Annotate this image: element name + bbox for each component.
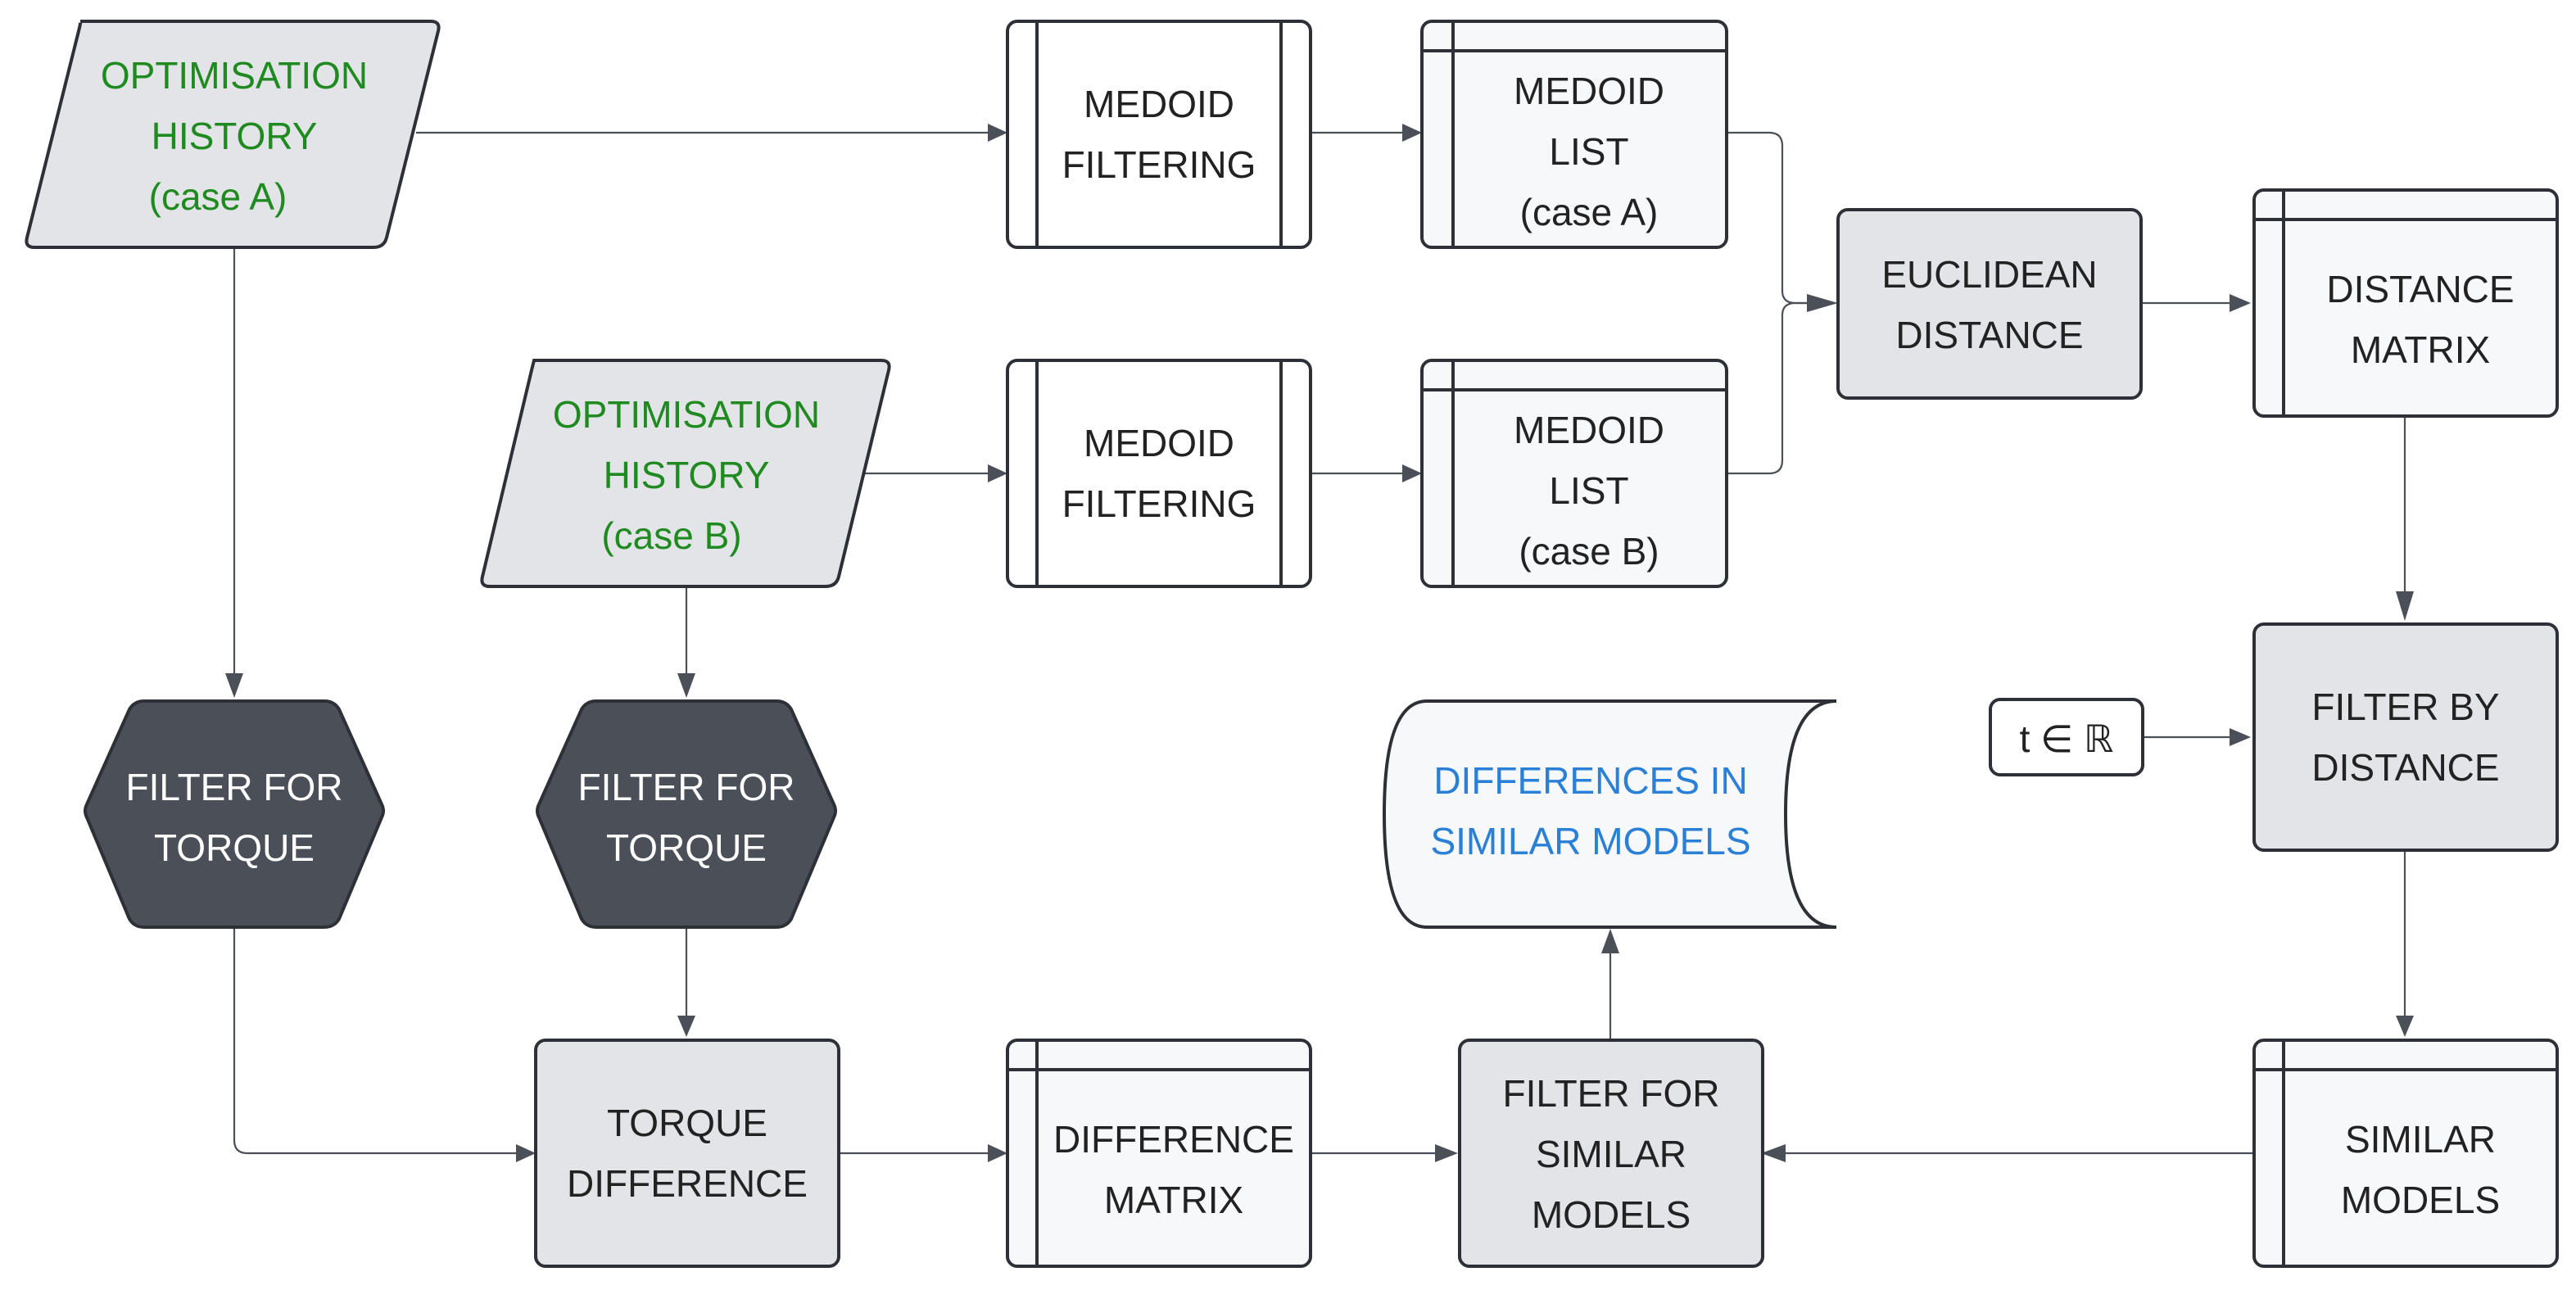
euclidean-distance-line-2: DISTANCE [1895, 314, 2083, 356]
medoid-filtering-b-node: MEDOID FILTERING [1006, 359, 1312, 588]
distance-matrix-shape [2252, 188, 2559, 418]
euclidean-distance-line-1: EUCLIDEAN [1881, 253, 2097, 296]
arrowhead [677, 673, 695, 698]
filter-by-distance-line-2: DISTANCE [2311, 746, 2499, 789]
filter-torque-b-shape [536, 699, 837, 929]
arrowhead [516, 1144, 536, 1162]
differences-output-line-1: DIFFERENCES IN [1433, 759, 1747, 802]
history-a-line-3: (case A) [149, 175, 287, 218]
filter-torque-a-shape [84, 699, 385, 929]
torque-difference-line-2: DIFFERENCE [567, 1162, 808, 1205]
filter-torque-b-line-1: FILTER FOR [578, 766, 795, 808]
medoid-filtering-a-node: MEDOID FILTERING [1006, 20, 1312, 249]
medoid-filtering-a-line-2: FILTERING [1062, 143, 1256, 186]
distance-matrix-line-1: DISTANCE [2326, 268, 2514, 310]
differences-output-shape [1382, 699, 1837, 929]
arrowhead [988, 1144, 1007, 1162]
torque-difference-line-1: TORQUE [607, 1102, 767, 1144]
history-a-node: OPTIMISATION HISTORY (case A) [25, 20, 441, 249]
difference-matrix-line-1: DIFFERENCE [1053, 1118, 1294, 1161]
differences-output-line-2: SIMILAR MODELS [1430, 820, 1750, 862]
medoid-list-b-line-3: (case B) [1519, 530, 1659, 573]
medoid-list-a-shape [1420, 20, 1728, 249]
medoid-filtering-b-shape [1006, 359, 1312, 588]
threshold-label: t ∈ ℝ [2020, 717, 2114, 760]
euclidean-distance-node: EUCLIDEAN DISTANCE [1836, 208, 2143, 400]
filter-torque-b-line-2: TORQUE [606, 826, 767, 869]
arrowhead [225, 673, 243, 698]
arrowhead [2230, 728, 2251, 746]
filter-similar-models-node: FILTER FOR SIMILAR MODELS [1458, 1039, 1764, 1268]
filter-by-distance-node: FILTER BY DISTANCE [2252, 622, 2559, 852]
arrowhead [988, 464, 1007, 482]
filter-torque-a-line-1: FILTER FOR [126, 766, 343, 808]
history-b-line-1: OPTIMISATION [553, 393, 820, 436]
threshold-node: t ∈ ℝ [1989, 698, 2144, 776]
distance-matrix-line-2: MATRIX [2351, 328, 2490, 371]
medoid-list-b-line-2: LIST [1549, 469, 1628, 512]
arrowhead [2230, 294, 2251, 312]
arrowhead [988, 124, 1007, 142]
arrowhead [1402, 464, 1422, 482]
similar-models-line-2: MODELS [2341, 1179, 2500, 1221]
history-b-line-3: (case B) [601, 514, 741, 557]
filter-similar-models-shape [1458, 1039, 1764, 1268]
edges [225, 124, 2414, 1162]
threshold-shape [1989, 698, 2144, 776]
medoid-list-b-node: MEDOID LIST (case B) [1420, 359, 1728, 588]
difference-matrix-line-2: MATRIX [1104, 1179, 1243, 1221]
medoid-filtering-b-line-1: MEDOID [1084, 422, 1234, 464]
history-a-line-2: HISTORY [152, 115, 318, 157]
arrowhead [1435, 1144, 1458, 1162]
edge-medoid-list-a-to-euclidean-distance [1728, 131, 1807, 305]
filter-torque-a-line-2: TORQUE [154, 826, 315, 869]
edge-filter-torque-a-to-torque-difference [233, 929, 516, 1155]
medoid-list-b-line-1: MEDOID [1514, 409, 1664, 451]
similar-models-shape [2252, 1039, 2559, 1268]
medoid-filtering-a-shape [1006, 20, 1312, 249]
similar-models-line-1: SIMILAR [2345, 1118, 2496, 1161]
history-b-node: OPTIMISATION HISTORY (case B) [480, 359, 891, 588]
medoid-list-a-line-3: (case A) [1520, 191, 1659, 233]
difference-matrix-shape [1006, 1039, 1312, 1268]
arrowhead [2396, 1016, 2414, 1037]
arrowhead [2396, 591, 2414, 621]
arrowhead [1402, 124, 1422, 142]
history-b-line-2: HISTORY [604, 454, 770, 496]
medoid-list-a-node: MEDOID LIST (case A) [1420, 20, 1728, 249]
medoid-list-a-line-2: LIST [1549, 130, 1628, 173]
filter-similar-models-line-3: MODELS [1532, 1193, 1691, 1236]
filter-torque-a-node: FILTER FOR TORQUE [84, 699, 385, 929]
history-a-shape [25, 20, 441, 249]
medoid-filtering-a-line-1: MEDOID [1084, 83, 1234, 125]
filter-torque-b-node: FILTER FOR TORQUE [536, 699, 837, 929]
distance-matrix-node: DISTANCE MATRIX [2252, 188, 2559, 418]
difference-matrix-node: DIFFERENCE MATRIX [1006, 1039, 1312, 1268]
filter-by-distance-line-1: FILTER BY [2311, 686, 2499, 728]
arrowhead [677, 1016, 695, 1037]
filter-by-distance-shape [2252, 622, 2559, 852]
medoid-list-b-shape [1420, 359, 1728, 588]
arrowhead [1761, 1144, 1786, 1162]
filter-similar-models-line-2: SIMILAR [1536, 1133, 1686, 1175]
edge-medoid-list-b-to-euclidean-distance [1728, 301, 1807, 475]
history-a-line-1: OPTIMISATION [101, 54, 368, 97]
euclidean-distance-shape [1836, 208, 2143, 400]
differences-output-node: DIFFERENCES IN SIMILAR MODELS [1382, 699, 1837, 929]
arrowhead [1807, 294, 1838, 312]
history-b-shape [480, 359, 891, 588]
arrowhead [1601, 929, 1619, 953]
torque-difference-node: TORQUE DIFFERENCE [534, 1039, 840, 1268]
medoid-list-a-line-1: MEDOID [1514, 70, 1664, 112]
torque-difference-shape [534, 1039, 840, 1268]
filter-similar-models-line-1: FILTER FOR [1503, 1072, 1720, 1115]
medoid-filtering-b-line-2: FILTERING [1062, 482, 1256, 525]
similar-models-node: SIMILAR MODELS [2252, 1039, 2559, 1268]
